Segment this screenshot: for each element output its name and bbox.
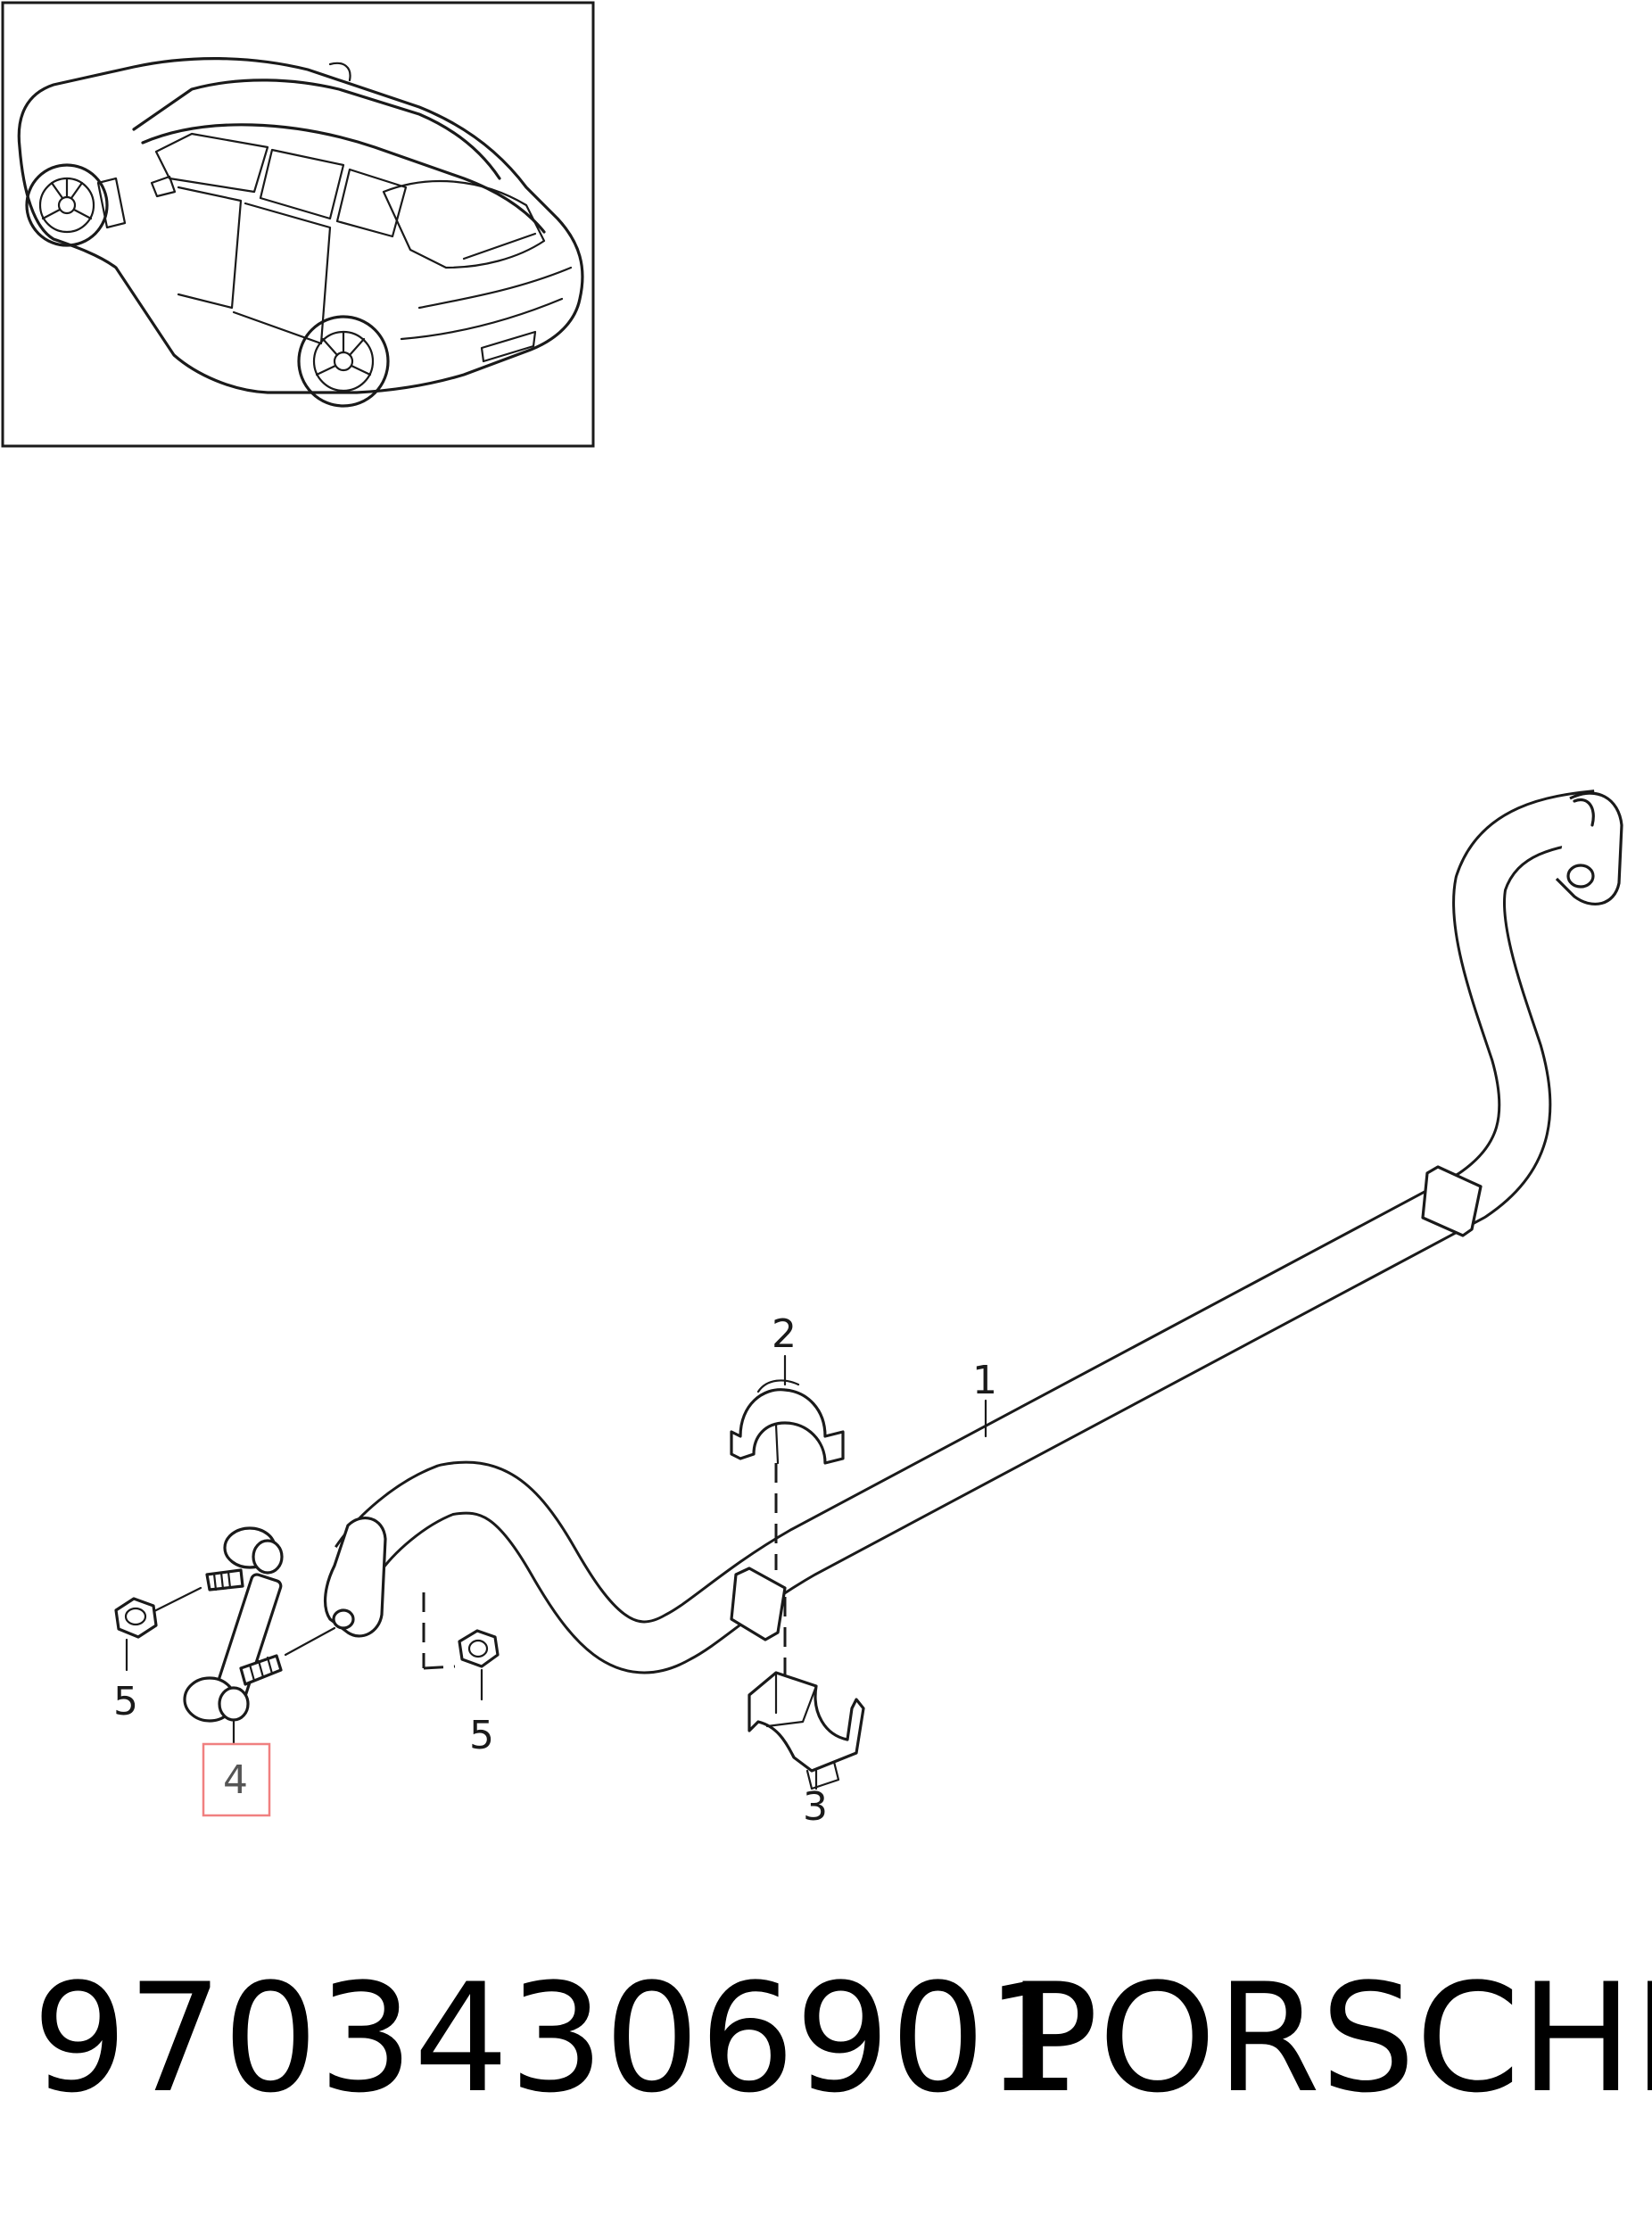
coupling-rod (145, 1526, 336, 1723)
callout-5-left: 5 (113, 1679, 138, 1724)
stabilizer-assembly: 1 2 3 5 5 4 (113, 790, 1623, 1830)
vehicle-thumbnail (1, 1, 595, 448)
callout-5-right: 5 (469, 1713, 494, 1758)
callout-1: 1 (972, 1358, 997, 1403)
callout-3: 3 (803, 1784, 828, 1830)
bushing (730, 1379, 845, 1465)
part-number: 97034306901 (32, 1951, 1081, 2126)
bracket (748, 1671, 865, 1790)
callout-4: 4 (223, 1757, 248, 1803)
highlight-box (202, 1742, 271, 1817)
stabilizer-bar (324, 790, 1623, 1674)
nut-right (458, 1629, 500, 1668)
car-illustration (17, 56, 584, 408)
callout-2: 2 (772, 1311, 797, 1357)
nut-left (114, 1597, 158, 1639)
thumbnail-frame (1, 1, 595, 448)
brand-name: PORSCHE (1008, 1951, 1652, 2126)
